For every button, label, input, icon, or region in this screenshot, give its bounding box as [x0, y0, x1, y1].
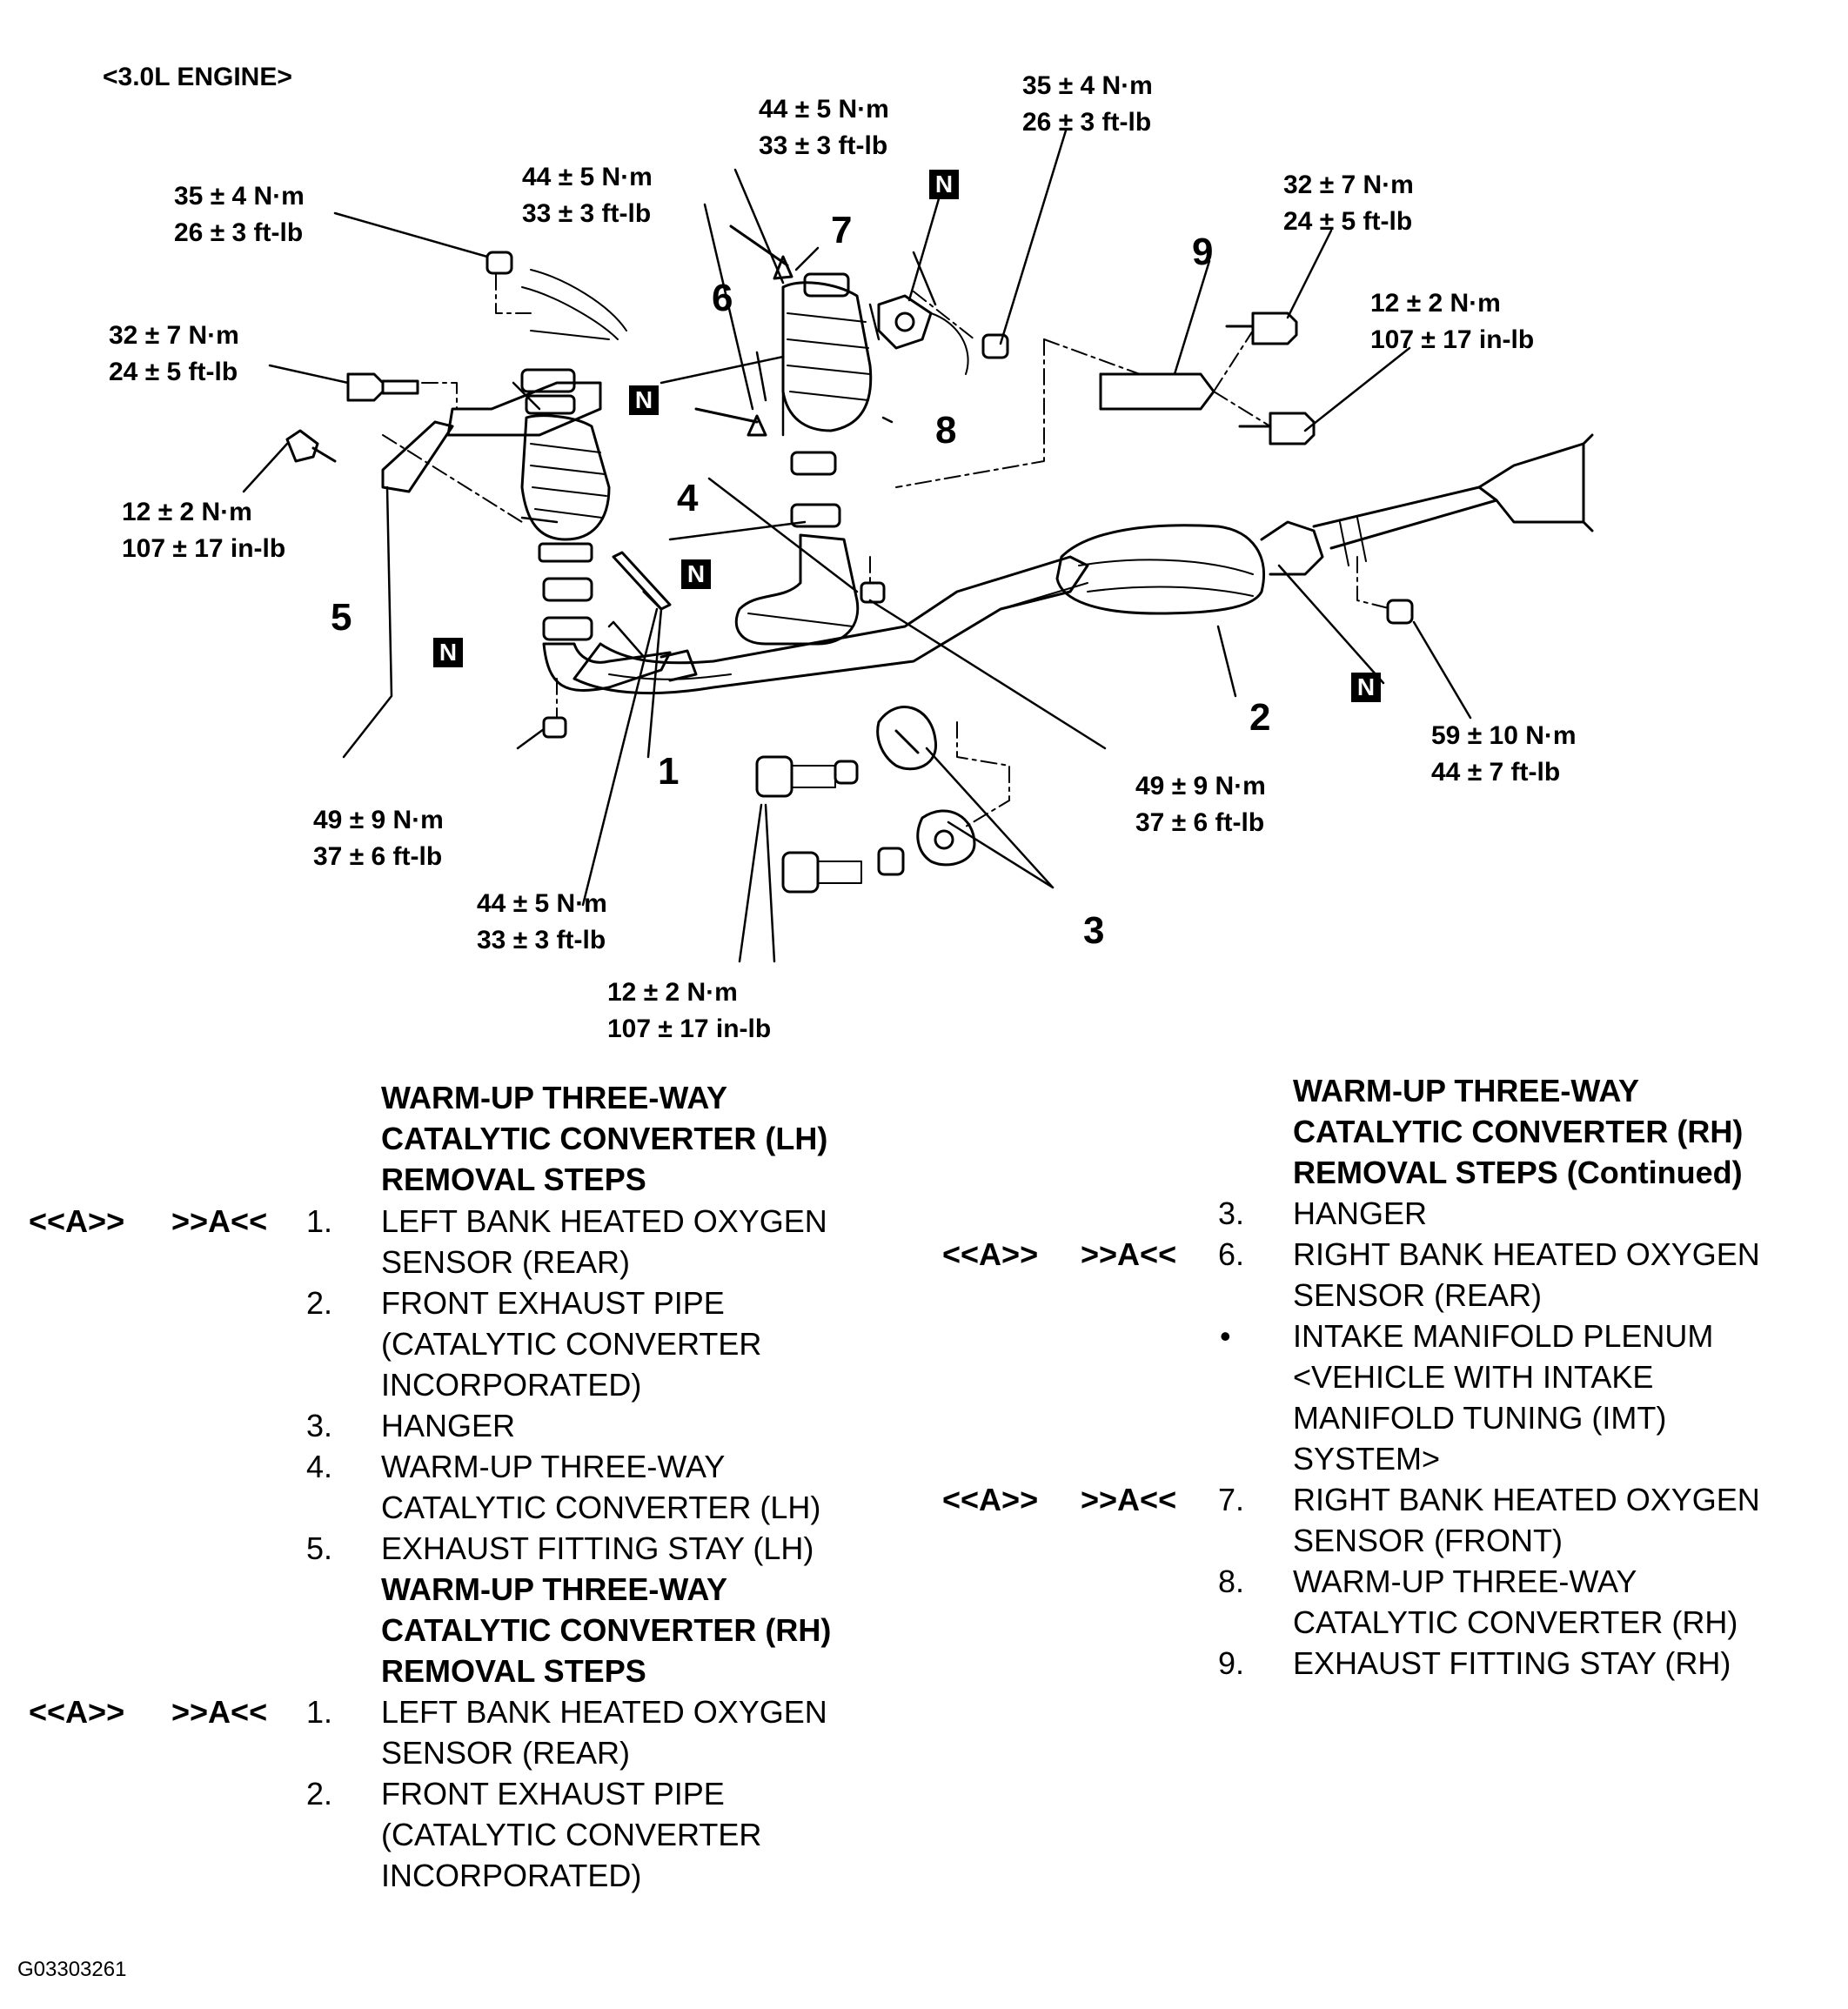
step-row: 2. FRONT EXHAUST PIPE(CATALYTIC CONVERTE… — [306, 1285, 762, 1403]
step-row: 5. EXHAUST FITTING STAY (LH) — [306, 1530, 814, 1566]
callout-7: 7 — [831, 209, 853, 251]
ref-code-a2: >>A<< — [1081, 1482, 1177, 1517]
tail-pipe — [1260, 433, 1594, 576]
lh-stay-bracket — [381, 381, 602, 493]
lh-manifold-outline — [521, 269, 627, 340]
n-marker-rh-flange: N — [929, 170, 959, 199]
sensor-7 — [729, 224, 793, 280]
engine-label: <3.0L ENGINE> — [103, 63, 292, 91]
ref-code-a: <<A>> — [942, 1236, 1039, 1272]
rh-warm-up-converter — [781, 272, 873, 432]
n-marker-tail-gasket: N — [1351, 673, 1381, 702]
step-row: 3. HANGER — [1218, 1195, 1428, 1231]
exhaust-exploded-diagram — [242, 129, 1594, 963]
step-row: • INTAKE MANIFOLD PLENUM<VEHICLE WITH IN… — [1220, 1318, 1714, 1477]
ref-code-a: <<A>> — [29, 1694, 125, 1730]
ref-code-a2: >>A<< — [171, 1694, 268, 1730]
ref-code-a2: >>A<< — [171, 1203, 268, 1239]
lh-warm-up-converter — [520, 414, 611, 563]
lh-gaskets — [542, 577, 593, 641]
nut-59 — [1386, 599, 1414, 625]
n-marker-lh-gasket: N — [433, 638, 463, 667]
step-row: 2. FRONT EXHAUST PIPE(CATALYTIC CONVERTE… — [306, 1776, 762, 1893]
sensor-1 — [612, 551, 672, 611]
rh-flange-gasket — [877, 294, 969, 375]
ref-code-a: <<A>> — [942, 1482, 1039, 1517]
n-marker-lh-flange: N — [629, 385, 659, 415]
section-heading-lh: WARM-UP THREE-WAY CATALYTIC CONVERTER (L… — [381, 1080, 828, 1197]
n-marker-rh-gasket: N — [681, 559, 711, 589]
callout-1: 1 — [658, 750, 680, 793]
callout-4: 4 — [677, 477, 699, 519]
lh-flange — [520, 368, 576, 415]
callout-2: 2 — [1249, 696, 1271, 739]
nut-35-left — [485, 251, 513, 275]
section-heading-rh: WARM-UP THREE-WAY CATALYTIC CONVERTER (R… — [381, 1571, 832, 1689]
lh-elbow-pipe — [542, 642, 698, 692]
rh-stay-bracket — [1099, 372, 1215, 411]
rh-y-pipe — [734, 533, 860, 646]
callout-9: 9 — [1192, 231, 1214, 273]
ref-code-a2: >>A<< — [1081, 1236, 1177, 1272]
callout-6: 6 — [712, 277, 733, 319]
callout-8: 8 — [935, 409, 957, 452]
hanger-parts — [755, 706, 976, 894]
bolts-left — [285, 372, 419, 463]
step-row: 9. EXHAUST FITTING STAY (RH) — [1218, 1645, 1731, 1681]
nut-49-right — [860, 581, 886, 604]
nut-49-left — [542, 716, 567, 739]
section-heading-rh-continued: WARM-UP THREE-WAY CATALYTIC CONVERTER (R… — [1293, 1073, 1744, 1190]
bolts-right — [1225, 311, 1316, 445]
callout-5: 5 — [331, 596, 352, 639]
catalytic-converter-main — [1055, 524, 1266, 615]
rh-lower-gaskets — [790, 451, 841, 528]
callout-3: 3 — [1083, 909, 1105, 952]
nut-35-right — [981, 333, 1009, 359]
figure-id: G03303261 — [17, 1958, 127, 1981]
sensor-6 — [694, 407, 767, 437]
step-row: 3. HANGER — [306, 1408, 516, 1443]
ref-code-a: <<A>> — [29, 1203, 125, 1239]
